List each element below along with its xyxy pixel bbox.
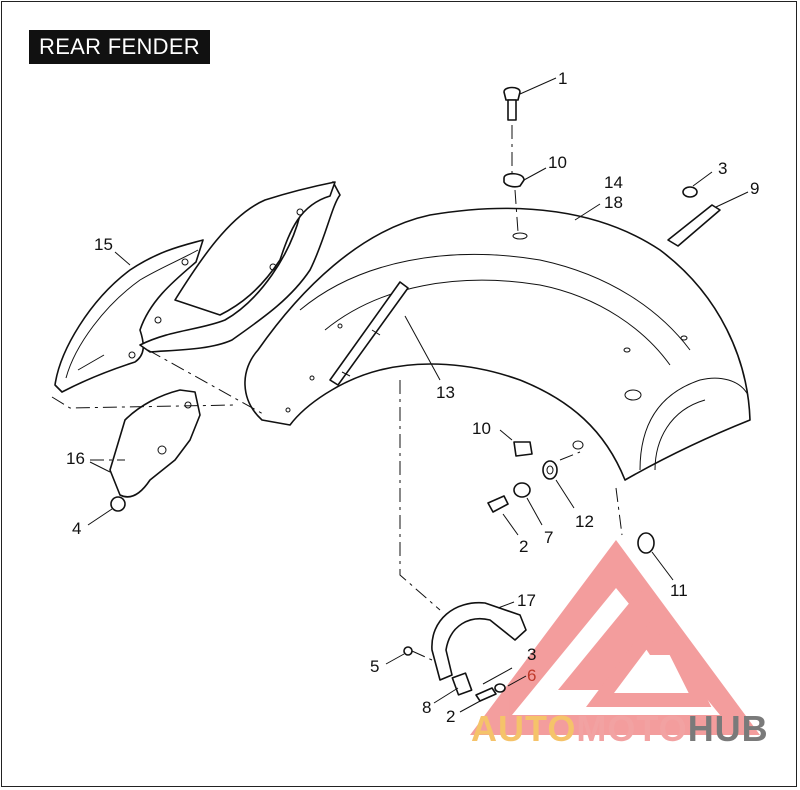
watermark-word-hub: HUB	[687, 708, 769, 749]
callout-11: 11	[670, 581, 688, 600]
callout-8: 8	[422, 698, 431, 717]
callout-17: 17	[517, 591, 536, 610]
callout-2: 2	[519, 537, 528, 556]
callout-12: 12	[575, 512, 594, 531]
fender-side-cover	[54, 181, 341, 393]
callout-18: 18	[604, 193, 623, 212]
callout-14: 14	[604, 173, 623, 192]
hardware-items	[110, 86, 721, 702]
watermark-word-moto: MOTO	[576, 708, 688, 749]
watermark-word-auto: AUTO	[471, 708, 577, 749]
callout-6: 6	[527, 666, 536, 685]
rear-fender	[244, 207, 751, 481]
callout-2: 2	[446, 707, 455, 726]
callout-3: 3	[527, 645, 536, 664]
watermark-text: AUTOMOTOHUB	[471, 708, 769, 750]
callout-labels: 1 10 14 18 3 9 15 13 10 16 4 2 7 12 11 1…	[66, 69, 759, 726]
callout-15: 15	[94, 235, 113, 254]
callout-10: 10	[472, 419, 491, 438]
callout-7: 7	[544, 528, 553, 547]
callout-5: 5	[370, 657, 379, 676]
callout-1: 1	[558, 69, 567, 88]
callout-4: 4	[72, 519, 81, 538]
callout-9: 9	[750, 179, 759, 198]
callout-leaders	[87, 77, 749, 713]
callout-3: 3	[718, 159, 727, 178]
callout-10: 10	[548, 153, 567, 172]
callout-16: 16	[66, 449, 85, 468]
watermark-logo	[470, 540, 760, 735]
fender-bracket	[109, 389, 201, 498]
assembly-lines	[51, 125, 623, 661]
callout-13: 13	[436, 383, 455, 402]
diagram-title: REAR FENDER	[29, 30, 210, 64]
